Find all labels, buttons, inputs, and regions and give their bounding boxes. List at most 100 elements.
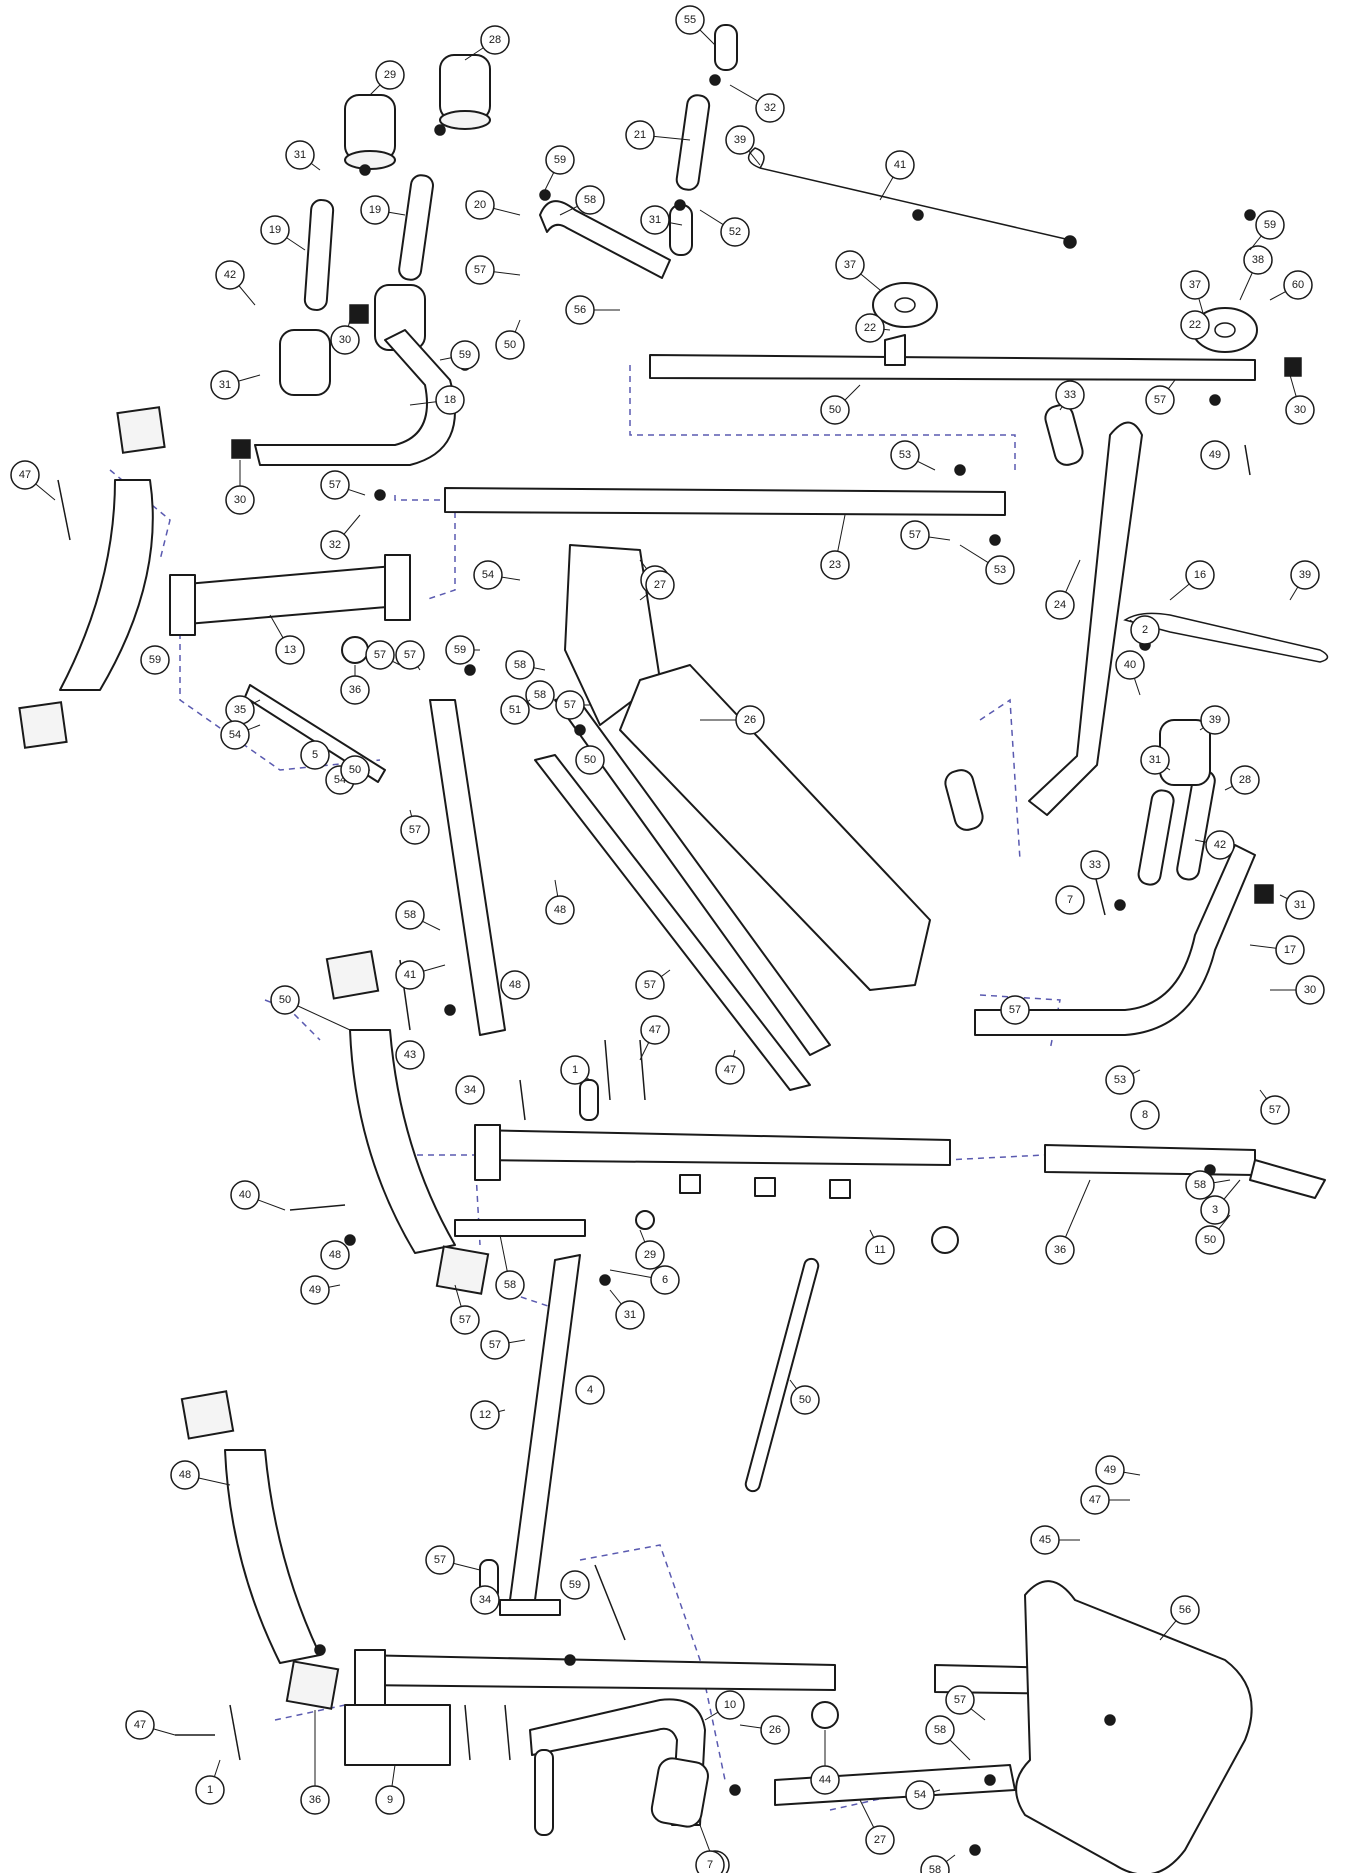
callout-104: 6 — [609, 1265, 680, 1295]
callout-number: 42 — [224, 269, 236, 281]
tab-3a — [679, 1174, 701, 1194]
callout-balloon — [480, 25, 510, 55]
callout-number: 58 — [1194, 1179, 1206, 1191]
pulley-bracket — [884, 334, 906, 366]
callout-balloon — [615, 1300, 645, 1330]
callout-number: 42 — [1214, 839, 1226, 851]
callout-number: 53 — [899, 449, 911, 461]
callout-59: 5 — [300, 740, 330, 770]
callout-balloon — [435, 385, 465, 415]
callout-number: 57 — [434, 1554, 446, 1566]
callout-47: 59 — [445, 635, 480, 665]
front-leg-14 — [59, 479, 154, 691]
roller-end — [439, 110, 491, 130]
callout-balloon — [1185, 1170, 1215, 1200]
callout-90: 47 — [639, 1015, 670, 1061]
callout-82: 30 — [1270, 975, 1325, 1005]
callout-balloon — [125, 1710, 155, 1740]
leader-line — [699, 209, 724, 225]
callout-number: 54 — [482, 569, 494, 581]
seat-upright-12 — [429, 699, 506, 1036]
callout-balloon — [1140, 745, 1170, 775]
callout-balloon — [395, 1040, 425, 1070]
callout-number: 47 — [19, 469, 31, 481]
callout-balloon — [170, 1460, 200, 1490]
callout-balloon — [635, 1240, 665, 1270]
callout-balloon — [575, 1375, 605, 1405]
callout-balloon — [1200, 1195, 1230, 1225]
callout-balloon — [855, 313, 885, 343]
callout-29: 60 — [1269, 270, 1313, 301]
callout-number: 48 — [509, 979, 521, 991]
callout-balloon — [720, 217, 750, 247]
tab-3b — [754, 1177, 776, 1197]
leader-line — [837, 514, 846, 552]
callout-122: 36 — [300, 1710, 330, 1815]
callout-number: 31 — [219, 379, 231, 391]
callout-126: 58 — [925, 1715, 971, 1761]
callout-25: 32 — [320, 514, 361, 560]
leader-line — [660, 969, 671, 977]
leader-line — [869, 1229, 875, 1238]
callout-balloon — [375, 60, 405, 90]
leader-line — [1159, 1620, 1177, 1641]
callout-105: 31 — [609, 1289, 645, 1330]
callout-balloon — [735, 705, 765, 735]
callout-number: 34 — [464, 1084, 476, 1096]
callout-number: 30 — [339, 334, 351, 346]
leader-line — [699, 29, 716, 46]
callout-balloon — [890, 440, 920, 470]
callout-number: 57 — [374, 649, 386, 661]
callout-71: 16 — [1169, 560, 1215, 601]
callout-number: 36 — [349, 684, 361, 696]
callout-balloon — [360, 195, 390, 225]
callout-number: 54 — [914, 1789, 926, 1801]
leader-line — [533, 667, 546, 671]
leader-line — [917, 460, 936, 471]
callout-93: 58 — [1185, 1170, 1231, 1200]
callout-balloon — [1105, 1065, 1135, 1095]
callout-51: 57 — [555, 690, 590, 720]
callout-balloon — [1195, 1225, 1225, 1255]
callout-balloon — [340, 755, 370, 785]
callout-balloon — [725, 125, 755, 155]
leader-line — [1168, 379, 1176, 390]
callout-number: 41 — [404, 969, 416, 981]
callout-balloon — [1285, 395, 1315, 425]
callout-balloon — [715, 1055, 745, 1085]
leader-line — [1065, 1179, 1091, 1238]
callout-92: 47 — [715, 1049, 745, 1085]
leader-line — [238, 285, 256, 306]
leader-line — [668, 222, 683, 226]
leader-line — [639, 593, 650, 601]
leader-line — [1133, 678, 1141, 696]
callout-number: 21 — [634, 129, 646, 141]
sleeve-34 — [579, 1079, 599, 1121]
foot-cap-26 — [285, 1660, 340, 1710]
cap-31 — [635, 1210, 655, 1230]
callout-number: 2 — [1142, 624, 1148, 636]
callout-number: 31 — [1149, 754, 1161, 766]
callout-19: 30 — [330, 319, 360, 355]
callout-number: 49 — [309, 1284, 321, 1296]
callout-56: 36 — [340, 665, 370, 705]
callout-balloon — [1285, 890, 1315, 920]
callout-balloon — [760, 1715, 790, 1745]
callout-number: 56 — [574, 304, 586, 316]
callout-number: 6 — [662, 1274, 668, 1286]
foot-cap — [180, 1390, 235, 1440]
callout-balloon — [1283, 270, 1313, 300]
callout-78: 7 — [1055, 885, 1085, 915]
callout-number: 56 — [1179, 1604, 1191, 1616]
callout-balloon — [1115, 650, 1145, 680]
leader-line — [310, 162, 321, 171]
callout-balloon — [470, 1585, 500, 1615]
callout-number: 31 — [624, 1309, 636, 1321]
leader-line — [493, 271, 521, 276]
leader-line — [409, 809, 413, 817]
callout-number: 50 — [504, 339, 516, 351]
back-pad-26 — [619, 664, 931, 991]
callout-balloon — [210, 370, 240, 400]
callout-120: 44 — [810, 1730, 840, 1795]
callout-number: 9 — [387, 1794, 393, 1806]
